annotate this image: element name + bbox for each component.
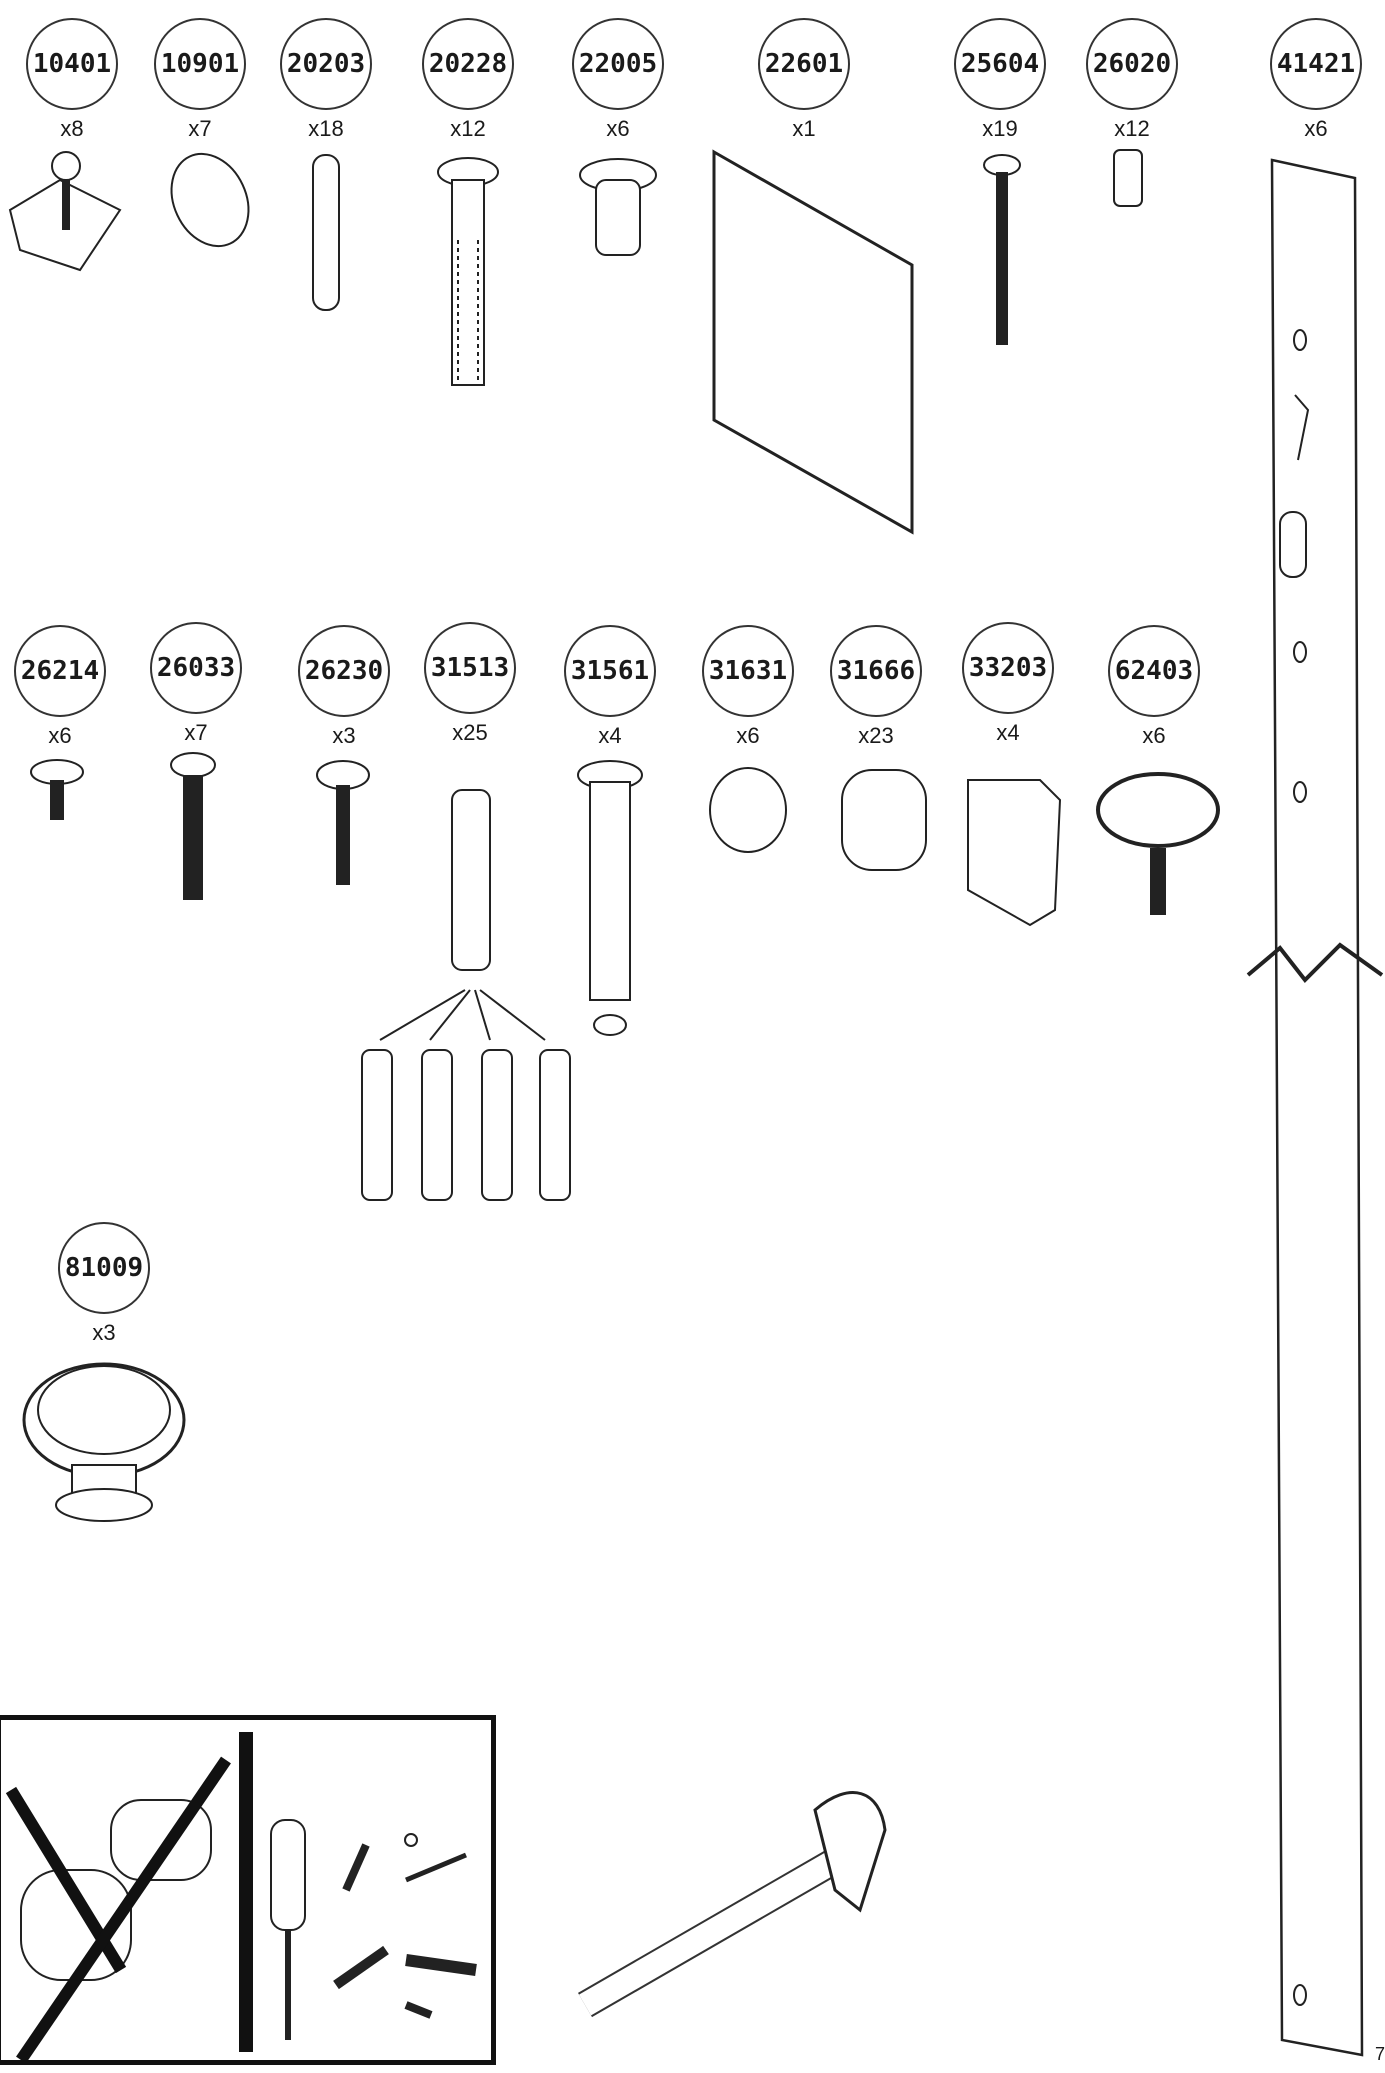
cam-housing-icon (841, 769, 927, 871)
part-number-badge: 20203 (280, 18, 372, 110)
metal-rail-icon (1246, 158, 1384, 2057)
part-20203: 20203 x18 (278, 18, 374, 142)
part-62403: 62403 x6 (1106, 625, 1202, 749)
part-33203: 33203 x4 (960, 622, 1056, 746)
part-22601: 22601 x1 (756, 18, 852, 142)
part-quantity: x23 (858, 723, 894, 748)
part-31666: 31666 x23 (828, 625, 924, 749)
part-quantity: x6 (1142, 723, 1166, 748)
page-number: 7 (1374, 2044, 1385, 2064)
part-number-badge: 81009 (58, 1222, 150, 1314)
flat-head-screw-icon (30, 759, 84, 820)
plastic-pin-icon (577, 760, 643, 1036)
part-number-badge: 26033 (150, 622, 242, 714)
part-quantity: x1 (792, 116, 816, 141)
part-10401: 10401 x8 (24, 18, 120, 142)
part-number-badge: 31666 (830, 625, 922, 717)
part-81009: 81009 x3 (56, 1222, 152, 1346)
machine-bolt-icon (170, 752, 216, 900)
part-number-badge: 31513 (424, 622, 516, 714)
part-31561: 31561 x4 (562, 625, 658, 749)
wall-anchor-icon (437, 157, 499, 386)
part-31631: 31631 x6 (700, 625, 796, 749)
hardware-bag-icon (712, 149, 914, 535)
hammer-icon (578, 1791, 887, 2018)
part-quantity: x18 (308, 116, 344, 141)
part-number-badge: 10401 (26, 18, 118, 110)
part-quantity: x7 (188, 116, 212, 141)
part-31513: 31513 x25 (422, 622, 518, 746)
part-26230: 26230 x3 (296, 625, 392, 749)
part-26020: 26020 x12 (1084, 18, 1180, 142)
part-number-badge: 26214 (14, 625, 106, 717)
part-quantity: x19 (982, 116, 1018, 141)
part-26214: 26214 x6 (12, 625, 108, 749)
part-quantity: x6 (606, 116, 630, 141)
part-quantity: x4 (598, 723, 622, 748)
pan-head-bolt-icon (316, 760, 370, 885)
tool-instruction-panel (0, 1715, 496, 2065)
short-bolt-icon (1113, 149, 1143, 207)
thumb-screw-icon (1096, 772, 1220, 915)
part-number-badge: 25604 (954, 18, 1046, 110)
part-quantity: x8 (60, 116, 84, 141)
part-number-badge: 22005 (572, 18, 664, 110)
part-25604: 25604 x19 (952, 18, 1048, 142)
part-number-badge: 22601 (758, 18, 850, 110)
part-quantity: x4 (996, 720, 1020, 745)
part-10901: 10901 x7 (152, 18, 248, 142)
part-number-badge: 26020 (1086, 18, 1178, 110)
part-41421: 41421 x6 (1268, 18, 1364, 142)
corner-block-icon (967, 779, 1062, 927)
part-quantity: x12 (450, 116, 486, 141)
part-number-badge: 33203 (962, 622, 1054, 714)
part-quantity: x25 (452, 720, 488, 745)
part-number-badge: 31631 (702, 625, 794, 717)
part-quantity: x3 (332, 723, 356, 748)
part-number-badge: 31561 (564, 625, 656, 717)
cabinet-knob-icon (22, 1362, 186, 1522)
long-screw-icon (983, 154, 1021, 345)
panel-divider (239, 1732, 253, 2052)
part-quantity: x3 (92, 1320, 116, 1345)
part-number-badge: 62403 (1108, 625, 1200, 717)
cover-cap-icon (170, 152, 250, 248)
part-26033: 26033 x7 (148, 622, 244, 746)
cam-bolt-icon (361, 789, 571, 1201)
part-number-badge: 26230 (298, 625, 390, 717)
screw-bracket-icon (8, 151, 122, 272)
part-quantity: x6 (48, 723, 72, 748)
part-20228: 20228 x12 (420, 18, 516, 142)
part-number-badge: 20228 (422, 18, 514, 110)
wood-dowel-icon (312, 154, 340, 311)
part-quantity: x7 (184, 720, 208, 745)
part-number-badge: 10901 (154, 18, 246, 110)
threaded-insert-icon (579, 158, 657, 256)
screwdriver-icon (270, 1819, 477, 2040)
part-quantity: x6 (1304, 116, 1328, 141)
part-22005: 22005 x6 (570, 18, 666, 142)
part-quantity: x6 (736, 723, 760, 748)
cam-lock-icon (709, 767, 787, 853)
no-power-drill-icon (5, 1756, 231, 2060)
part-quantity: x12 (1114, 116, 1150, 141)
part-number-badge: 41421 (1270, 18, 1362, 110)
